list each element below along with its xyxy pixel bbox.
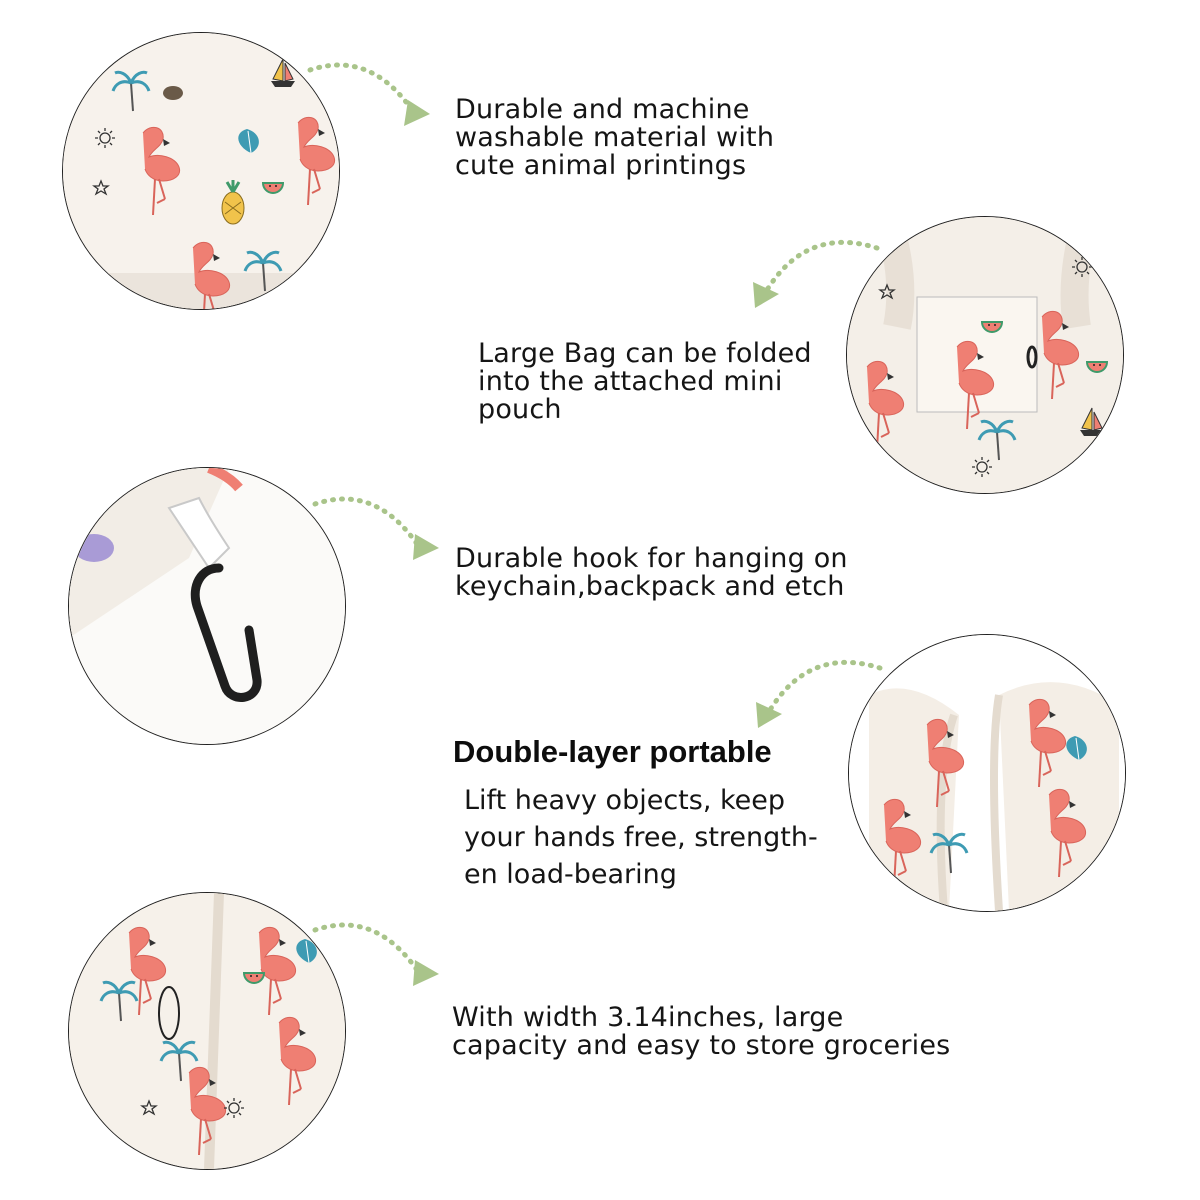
feature-capacity-text: With width 3.14inches, large capacity an…	[452, 1002, 951, 1061]
feature-hook-text: Durable hook for hanging on keychain,bac…	[455, 543, 848, 602]
arrow-2	[753, 239, 880, 308]
arrow-5	[312, 922, 439, 986]
arrow-1	[307, 62, 430, 126]
arrow-3	[312, 496, 439, 560]
arrow-4	[756, 659, 883, 728]
bag-side-image	[68, 892, 346, 1170]
flamingo-fabric-image	[62, 32, 340, 310]
feature-double-layer-text: Lift heavy objects, keep your hands free…	[464, 785, 818, 890]
feature-material-text: Durable and machine washable material wi…	[455, 94, 775, 181]
folded-pouch-image	[846, 216, 1124, 494]
feature-double-layer-heading: Double-layer portable	[453, 734, 772, 769]
bag-handles-image	[848, 634, 1126, 912]
hook-image	[68, 467, 346, 745]
feature-fold-text: Large Bag can be folded into the attache…	[478, 338, 812, 425]
